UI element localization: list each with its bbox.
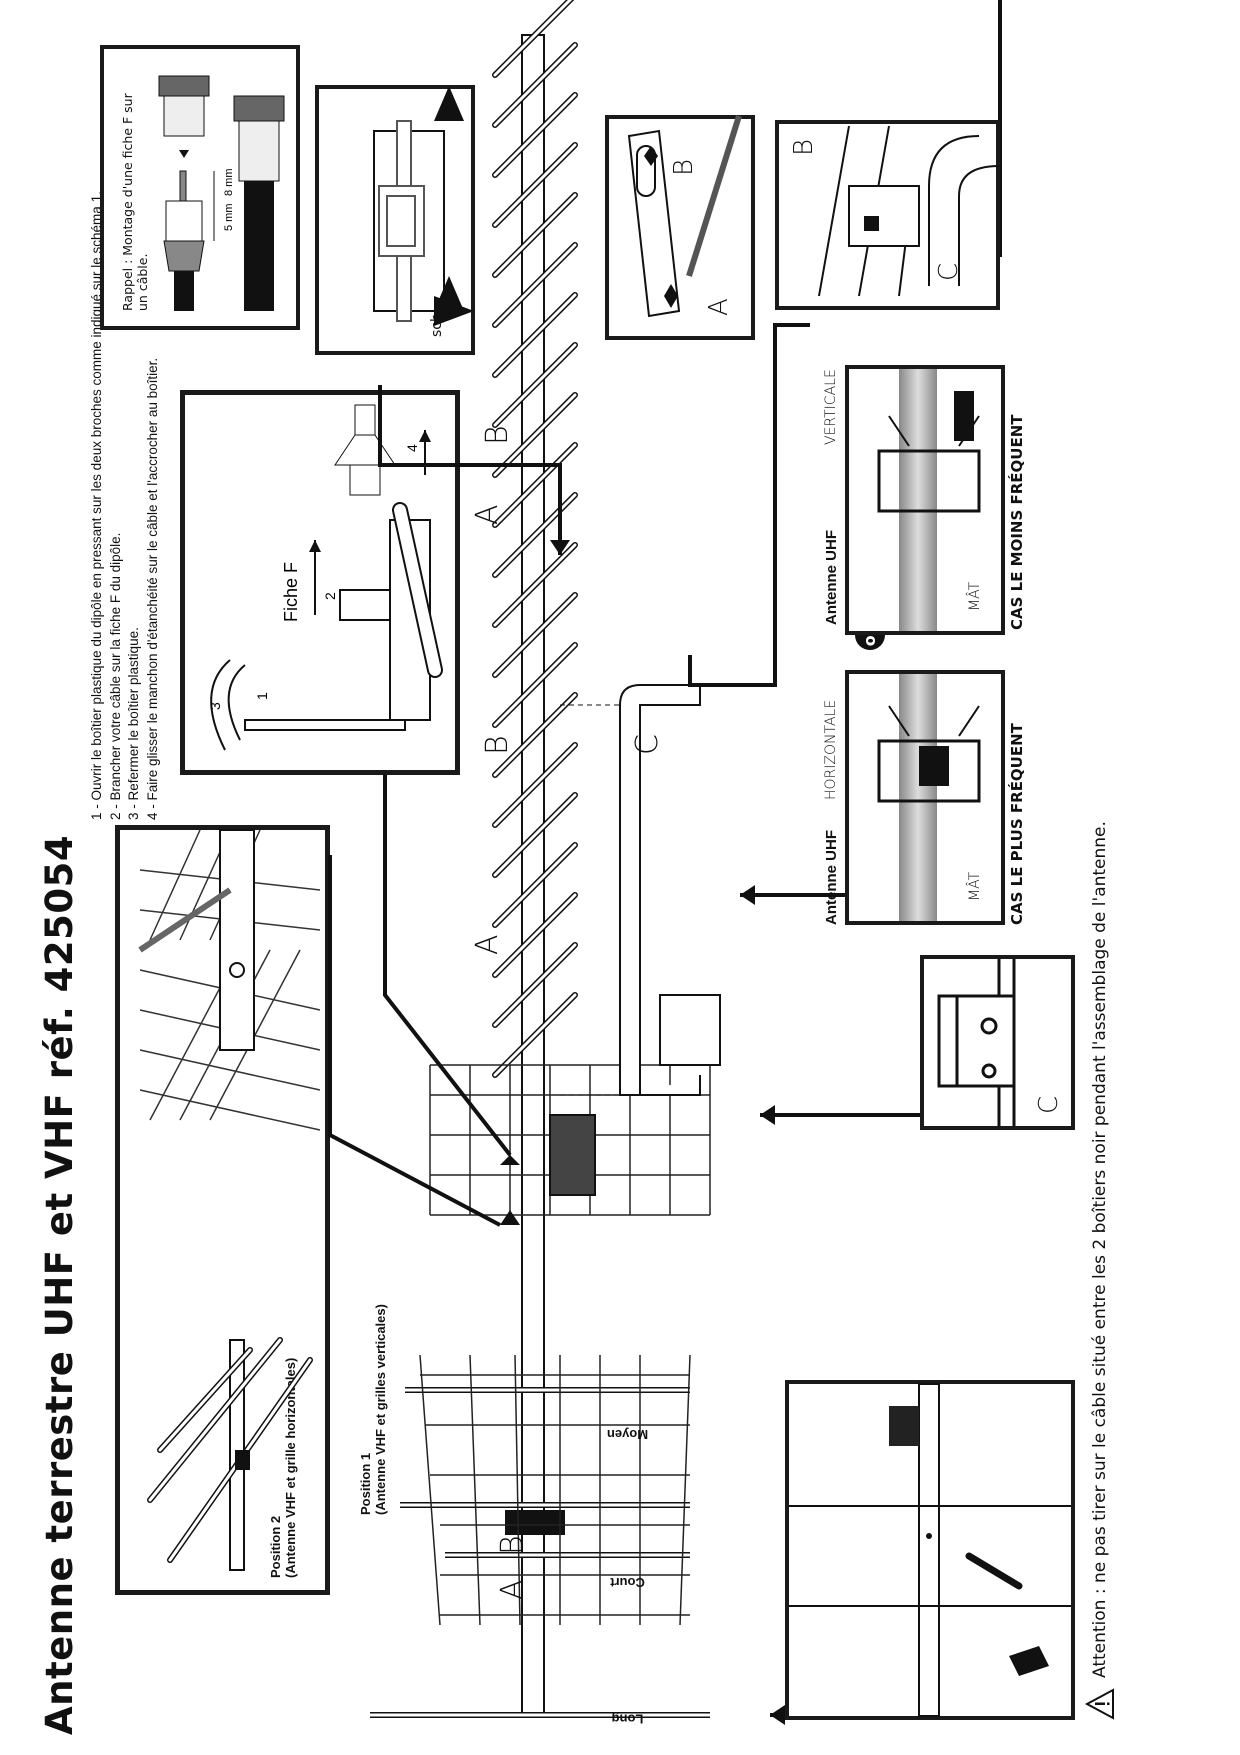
director-rod (493, 993, 577, 1077)
bracket-joint-illustration (818, 125, 1000, 297)
dim-8mm-label: 8 mm (223, 169, 235, 197)
director-rod (493, 393, 577, 477)
director-rod (493, 693, 577, 777)
horizontal-antenna-label: Antenne UHF (823, 830, 840, 925)
vhf-label-moyen: Moyen (606, 1426, 649, 1442)
arrow-label-4: 4 (404, 444, 420, 452)
director-rod (493, 0, 577, 77)
mast-bracket-c (619, 684, 721, 1096)
vhf-label-long: Long (611, 1711, 644, 1727)
director-rod (493, 293, 577, 377)
director-rod (493, 43, 577, 127)
director-rod (493, 143, 577, 227)
warning-notice: Attention : ne pas tirer sur le câble si… (1084, 821, 1115, 1720)
warning-triangle-icon (1084, 1688, 1114, 1720)
coax-cable-illustration: 5 mm 8 mm (158, 75, 285, 311)
grid-reflector-vertical (419, 1354, 691, 1626)
position-2-illustration (138, 829, 321, 1571)
warning-text: Attention : ne pas tirer sur le câble si… (1090, 821, 1110, 1678)
vertical-mount-box: MÂT (845, 365, 1005, 635)
director-rod (493, 943, 577, 1027)
schema-1-box: schéma 1 (315, 85, 475, 355)
arrow-heads (500, 540, 785, 1725)
vertical-mount-illustration (877, 391, 981, 513)
dipole-housing (549, 1114, 596, 1196)
director-rod (493, 643, 577, 727)
vertical-orientation-label: VERTICALE (823, 369, 839, 445)
dipole-connection-box: 3 1 Fiche F 2 4 (180, 390, 460, 775)
f-connector-reminder-box: Rappel : Montage d'une fiche F sur un câ… (100, 45, 300, 330)
director-rod (493, 443, 577, 527)
director-rod (493, 893, 577, 977)
arrow-label-1: 1 (254, 692, 270, 700)
arrow-label-3: 3 (207, 702, 223, 710)
label-c-1: C (630, 734, 665, 755)
arrow-label-2: 2 (322, 592, 338, 600)
vhf-elements (370, 1387, 710, 1718)
clamp-c-detail-box: C (920, 955, 1075, 1130)
vertical-antenna-label: Antenne UHF (823, 530, 840, 625)
director-rod (493, 543, 577, 627)
director-rod (493, 743, 577, 827)
boom-joint-illustration (627, 115, 742, 318)
vhf-dipole-detail-illustration (789, 1383, 1071, 1717)
label-a-3: A (495, 1579, 530, 1600)
vhf-dipole-detail-box (785, 1380, 1075, 1720)
dipole-illustration: 3 1 Fiche F 2 4 (207, 404, 443, 751)
label-a-1: A (470, 934, 505, 955)
position-2-box: Position 2 (Antenne VHF et grille horizo… (115, 825, 330, 1595)
vertical-case-label: CAS LE MOINS FRÉQUENT (1008, 414, 1026, 630)
director-rod (493, 243, 577, 327)
clamp-illustration (937, 959, 1016, 1126)
director-rod (493, 793, 577, 877)
label-a-2: A (470, 504, 505, 525)
director-rod (493, 93, 577, 177)
horizontal-mount-box: MÂT (845, 670, 1005, 925)
bracket-joint-bc-box: B C (775, 120, 1000, 310)
label-b-1: B (480, 735, 515, 755)
director-rod (493, 593, 577, 677)
director-rod (493, 193, 577, 277)
director-rod (493, 343, 577, 427)
label-b-2: B (480, 425, 515, 445)
horizontal-case-label: CAS LE PLUS FRÉQUENT (1008, 723, 1026, 925)
horizontal-mount-illustration (877, 705, 981, 803)
dim-5mm-label: 5 mm (223, 204, 235, 232)
boom-joint-ab-box: B A (605, 115, 755, 340)
dipole-clip-illustration (373, 86, 474, 326)
horizontal-orientation-label: HORIZONTALE (823, 699, 839, 800)
director-rod (493, 843, 577, 927)
fiche-f-label: Fiche F (281, 562, 301, 622)
label-b-3: B (495, 1535, 530, 1555)
vhf-label-court: Court (610, 1575, 645, 1591)
